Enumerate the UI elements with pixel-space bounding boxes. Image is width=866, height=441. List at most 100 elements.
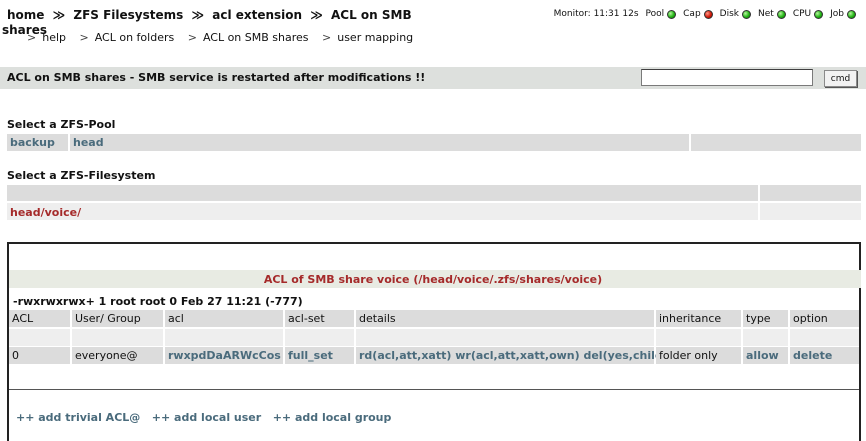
table-row-cell: folder only: [656, 347, 741, 364]
monitor-cap-label: Cap: [683, 9, 701, 19]
breadcrumb-current: ACL on SMB: [331, 8, 412, 22]
chevron-right-icon: >: [322, 31, 332, 44]
row-acl-index: 0: [12, 349, 19, 362]
add-local-group-link[interactable]: ++ add local group: [272, 411, 392, 424]
filesystem-row: [7, 203, 758, 220]
chevron-right-icon: >: [79, 31, 89, 44]
acl-column-header: inheritance: [656, 310, 741, 327]
monitor-net-label: Net: [758, 9, 774, 19]
column-details: details: [359, 312, 396, 325]
acl-spacer-cell: [165, 329, 283, 346]
chevron-right-icon: >: [27, 31, 37, 44]
column-user-group: User/ Group: [75, 312, 141, 325]
monitor-label: Monitor: 11:31 12s: [553, 9, 639, 19]
table-row-cell: 0: [9, 347, 70, 364]
acl-spacer-cell: [743, 329, 788, 346]
acl-spacer-cell: [790, 329, 859, 346]
pool-option-head[interactable]: head: [73, 136, 104, 149]
pool-heading: Select a ZFS-Pool: [7, 118, 116, 131]
acl-column-header: type: [743, 310, 788, 327]
subnav-acl-on-folders[interactable]: ACL on folders: [94, 31, 175, 44]
column-option: option: [793, 312, 828, 325]
add-trivial-acl-link[interactable]: ++ add trivial ACL@: [16, 411, 141, 424]
acl-spacer-cell: [9, 329, 70, 346]
row-user: everyone@: [75, 349, 138, 362]
monitor-job-label: Job: [830, 9, 844, 19]
table-row-cell: delete: [790, 347, 859, 364]
acl-spacer-cell: [656, 329, 741, 346]
table-row-cell: rd(acl,att,xatt) wr(acl,att,xatt,own) de…: [356, 347, 693, 364]
row-details-link[interactable]: rd(acl,att,xatt) wr(acl,att,xatt,own) de…: [359, 349, 694, 362]
status-led-icon: [667, 9, 677, 19]
monitor-cap[interactable]: Cap: [683, 9, 713, 19]
status-led-icon: [847, 9, 856, 19]
acl-spacer-cell: [72, 329, 163, 346]
column-acl: ACL: [12, 312, 34, 325]
pool-option-backup[interactable]: backup: [10, 136, 55, 149]
filesystem-row-empty: [760, 203, 861, 220]
add-links: ++ add trivial ACL@ ++ add local user ++…: [16, 411, 399, 424]
acl-column-header: acl-set: [285, 310, 354, 327]
breadcrumb-separator: ≫: [191, 8, 205, 22]
filesystem-heading: Select a ZFS-Filesystem: [7, 169, 156, 182]
breadcrumb-separator: ≫: [310, 8, 323, 22]
pool-option-cell: [70, 134, 689, 151]
breadcrumb-acl-extension[interactable]: acl extension: [212, 8, 303, 22]
row-type-link[interactable]: allow: [746, 349, 779, 362]
row-acl-set-link[interactable]: full_set: [288, 349, 333, 362]
table-row-cell: rwxpdDaARWcCos: [165, 347, 283, 364]
monitor-disk[interactable]: Disk: [720, 9, 751, 19]
row-acl-value-link[interactable]: rwxpdDaARWcCos: [168, 349, 281, 362]
column-inheritance: inheritance: [659, 312, 722, 325]
subnav-acl-on-smb-shares[interactable]: ACL on SMB shares: [202, 31, 309, 44]
column-acl-set: acl-set: [288, 312, 325, 325]
monitor-job[interactable]: Job: [830, 9, 856, 19]
acl-permissions: -rwxrwxrwx+ 1 root root 0 Feb 27 11:21 (…: [13, 295, 303, 308]
acl-column-header: ACL: [9, 310, 70, 327]
command-input[interactable]: [641, 69, 813, 86]
add-local-user-link[interactable]: ++ add local user: [151, 411, 262, 424]
breadcrumb: home ≫ ZFS Filesystems ≫ acl extension ≫…: [7, 8, 412, 22]
cmd-button[interactable]: cmd: [824, 70, 857, 87]
column-type: type: [746, 312, 771, 325]
page-title: ACL on SMB shares - SMB service is resta…: [7, 71, 426, 84]
row-delete-link[interactable]: delete: [793, 349, 833, 362]
monitor-bar: Monitor: 11:31 12s Pool Cap Disk Net CPU…: [554, 9, 856, 19]
monitor-disk-label: Disk: [719, 9, 739, 19]
monitor-pool[interactable]: Pool: [646, 9, 677, 19]
column-acl-value: acl: [168, 312, 184, 325]
breadcrumb-current-wrap: shares: [2, 23, 47, 37]
row-inheritance: folder only: [659, 349, 718, 362]
status-led-icon: [776, 9, 786, 19]
table-row-cell: allow: [743, 347, 788, 364]
status-led-icon: [742, 9, 751, 19]
acl-spacer-cell: [285, 329, 354, 346]
subnav-help[interactable]: help: [42, 31, 66, 44]
filesystem-header-cell: [760, 185, 861, 201]
breadcrumb-separator: ≫: [52, 8, 66, 22]
acl-column-header: User/ Group: [72, 310, 163, 327]
monitor-pool-label: Pool: [645, 9, 665, 19]
filesystem-header-cell: [7, 185, 758, 201]
monitor-net[interactable]: Net: [758, 9, 786, 19]
breadcrumb-zfs-filesystems[interactable]: ZFS Filesystems: [73, 8, 184, 22]
monitor-cpu-label: CPU: [792, 9, 812, 19]
table-row-cell: full_set: [285, 347, 354, 364]
breadcrumb-home[interactable]: home: [7, 8, 45, 22]
chevron-right-icon: >: [187, 31, 197, 44]
acl-column-header: option: [790, 310, 859, 327]
filesystem-selected[interactable]: head/voice/: [10, 206, 82, 219]
acl-spacer-cell: [356, 329, 654, 346]
sub-navigation: > help > ACL on folders > ACL on SMB shares…: [27, 31, 423, 44]
acl-title: ACL of SMB share voice (/head/voice/.zfs…: [263, 273, 603, 286]
monitor-cpu[interactable]: CPU: [792, 9, 824, 19]
pool-option-cell: [7, 134, 68, 151]
acl-divider: [9, 389, 859, 390]
acl-column-header: details: [356, 310, 654, 327]
status-led-icon: [814, 9, 824, 19]
status-led-icon: [703, 9, 713, 19]
acl-column-header: acl: [165, 310, 283, 327]
pool-empty-cell: [691, 134, 861, 151]
subnav-user-mapping[interactable]: user mapping: [337, 31, 414, 44]
table-row-cell: everyone@: [72, 347, 163, 364]
